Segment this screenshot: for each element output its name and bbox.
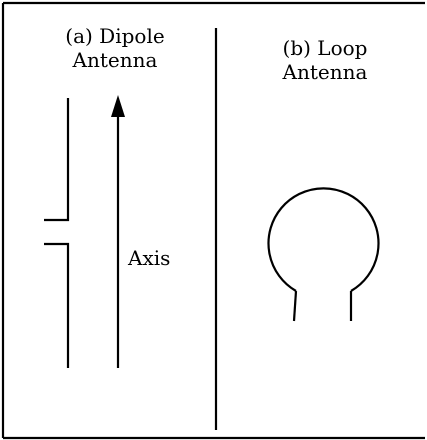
dipole-title: (a) Dipole	[65, 24, 165, 48]
dipole-lower-element	[44, 242, 70, 368]
dipole-subtitle: Antenna	[72, 48, 158, 72]
axis-label: Axis	[128, 246, 171, 270]
dipole-upper-element	[44, 98, 70, 222]
loop-title: (b) Loop	[282, 36, 368, 60]
loop-antenna	[267, 187, 380, 292]
loop-subtitle: Antenna	[282, 60, 368, 84]
loop-lead-left	[292, 290, 298, 322]
axis-arrow-head	[111, 95, 125, 117]
